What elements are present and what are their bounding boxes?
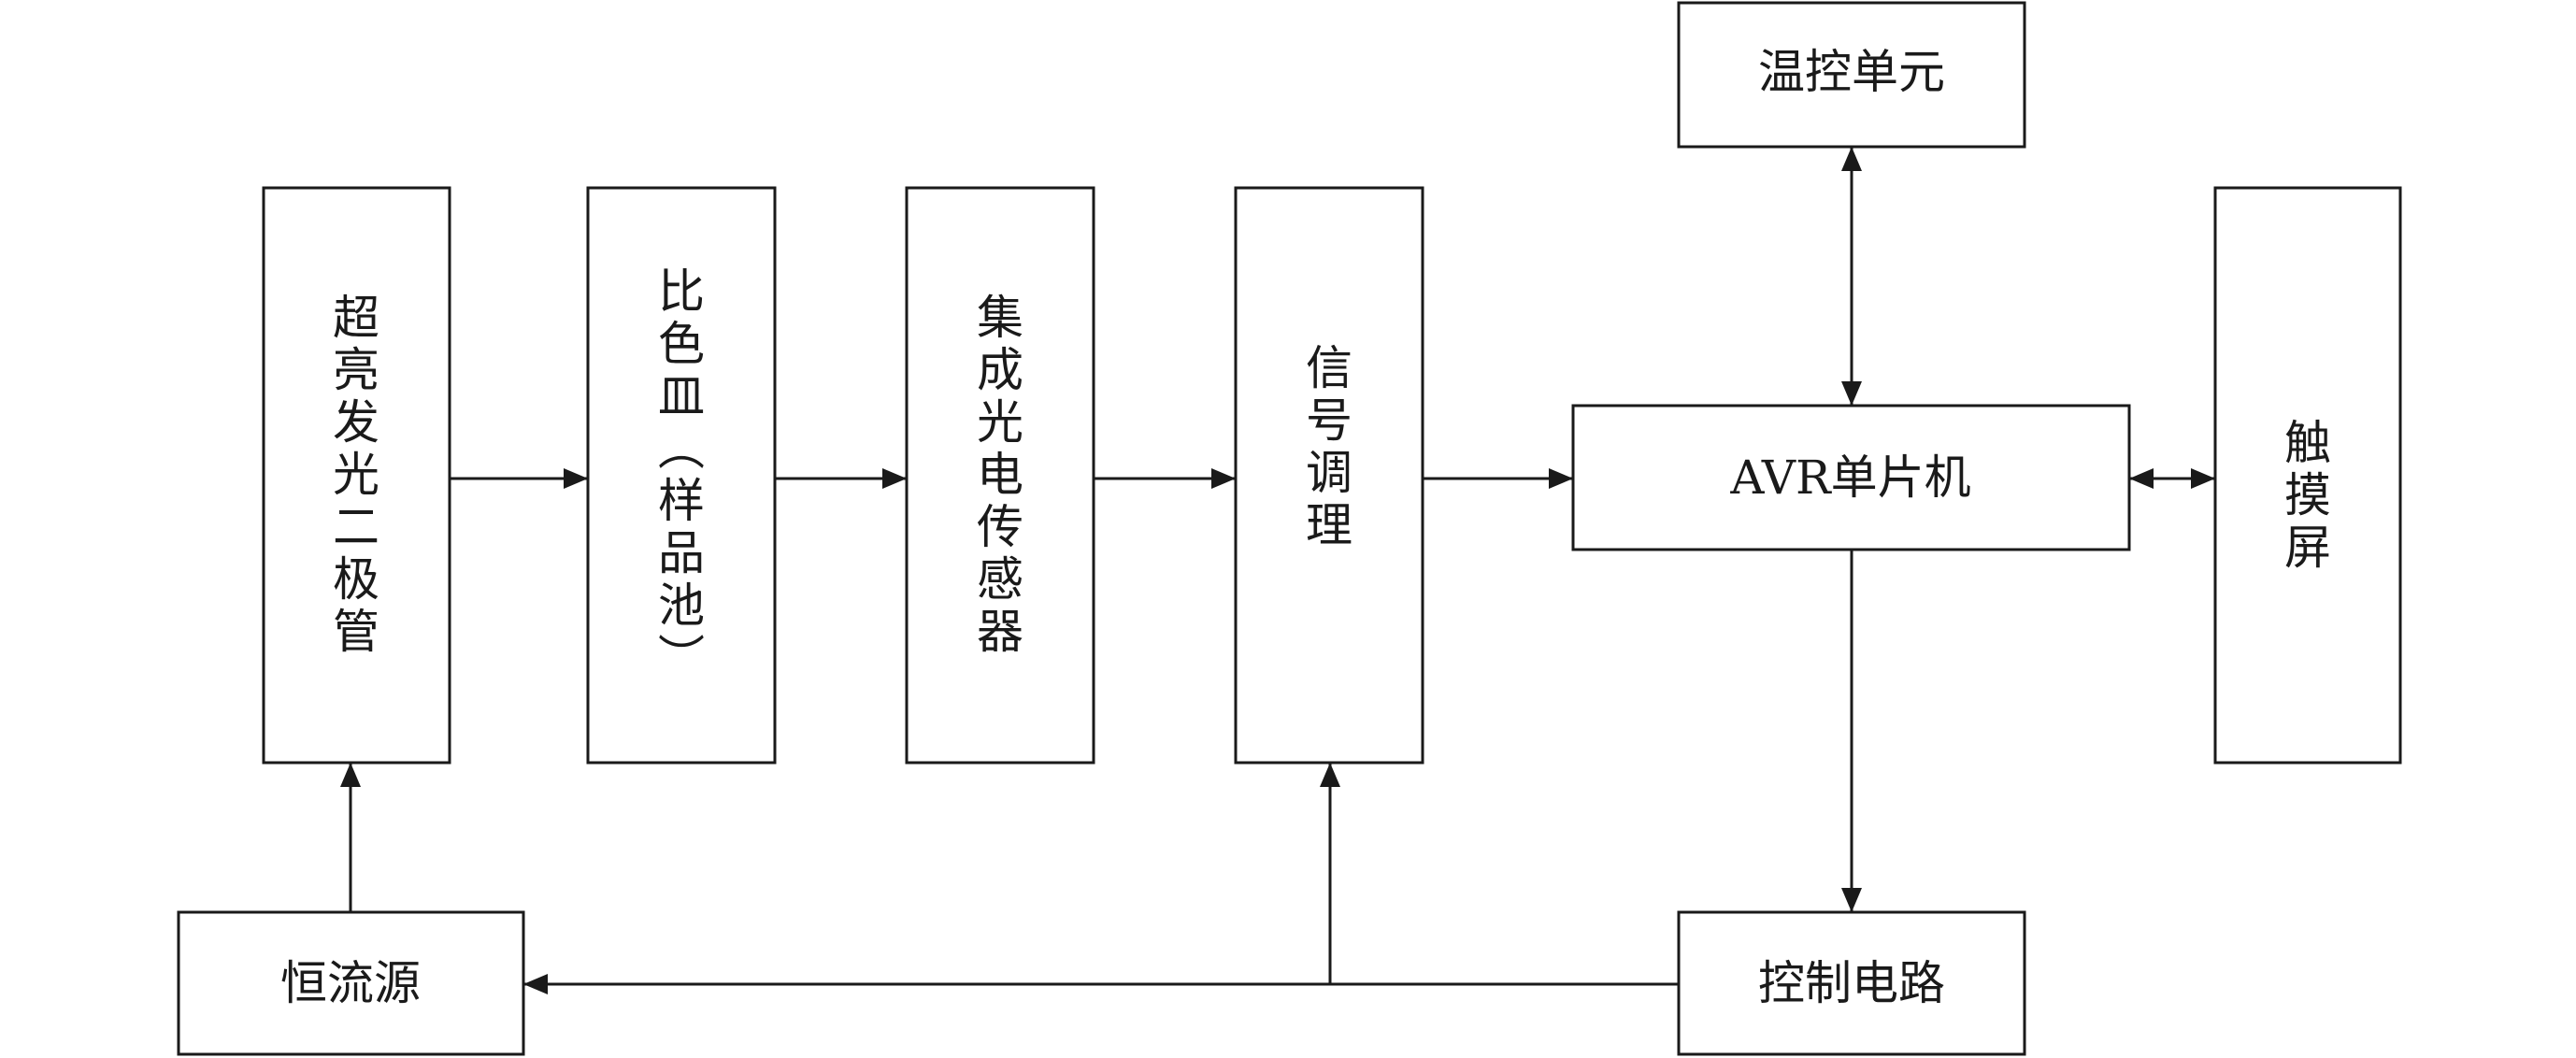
block-mcu: AVR单片机	[1571, 404, 2131, 551]
block-temp-control-label: 温控单元	[1758, 45, 1945, 99]
arrowhead-led-bottom	[340, 763, 361, 787]
arrowhead-signal-bottom	[1320, 763, 1340, 787]
block-signal-conditioning-label: 信号调理	[1306, 341, 1352, 552]
arrowhead-current-source	[523, 974, 548, 994]
block-control-circuit: 控制电路	[1677, 910, 2026, 1056]
arrowhead-signal	[1211, 468, 1236, 489]
block-signal-conditioning: 信号调理	[1234, 186, 1424, 765]
block-touchscreen: 触摸屏	[2213, 186, 2402, 765]
arrowhead-mcu	[1549, 468, 1573, 489]
arrowhead-mcu-right	[2129, 468, 2154, 489]
block-photosensor-label: 集成光电传感器	[977, 291, 1023, 659]
block-mcu-label: AVR单片机	[1729, 450, 1970, 505]
arrowhead-photosensor	[882, 468, 907, 489]
arrowhead-temp-control	[1841, 147, 1862, 171]
blocks: 超亮发光二极管 比色皿︵样品池︶ 集成光电传感器 信号调理 AVR单片机 温控单…	[177, 1, 2402, 1056]
block-cuvette-label: 比色皿︵样品池︶	[658, 264, 705, 685]
block-current-source: 恒流源	[177, 910, 525, 1056]
arrowhead-mcu-top	[1841, 381, 1862, 406]
block-current-source-label: 恒流源	[280, 956, 421, 1010]
block-cuvette: 比色皿︵样品池︶	[586, 186, 777, 765]
arrowhead-touchscreen	[2191, 468, 2215, 489]
block-control-circuit-label: 控制电路	[1758, 956, 1945, 1010]
arrowhead-cuvette	[564, 468, 588, 489]
block-led-label: 超亮发光二极管	[333, 291, 379, 659]
arrowhead-control-circuit	[1841, 888, 1862, 912]
arrowheads	[340, 147, 2215, 994]
block-led: 超亮发光二极管	[262, 186, 451, 765]
block-photosensor: 集成光电传感器	[905, 186, 1095, 765]
block-touchscreen-label: 触摸屏	[2284, 416, 2331, 575]
block-temp-control: 温控单元	[1677, 1, 2026, 149]
